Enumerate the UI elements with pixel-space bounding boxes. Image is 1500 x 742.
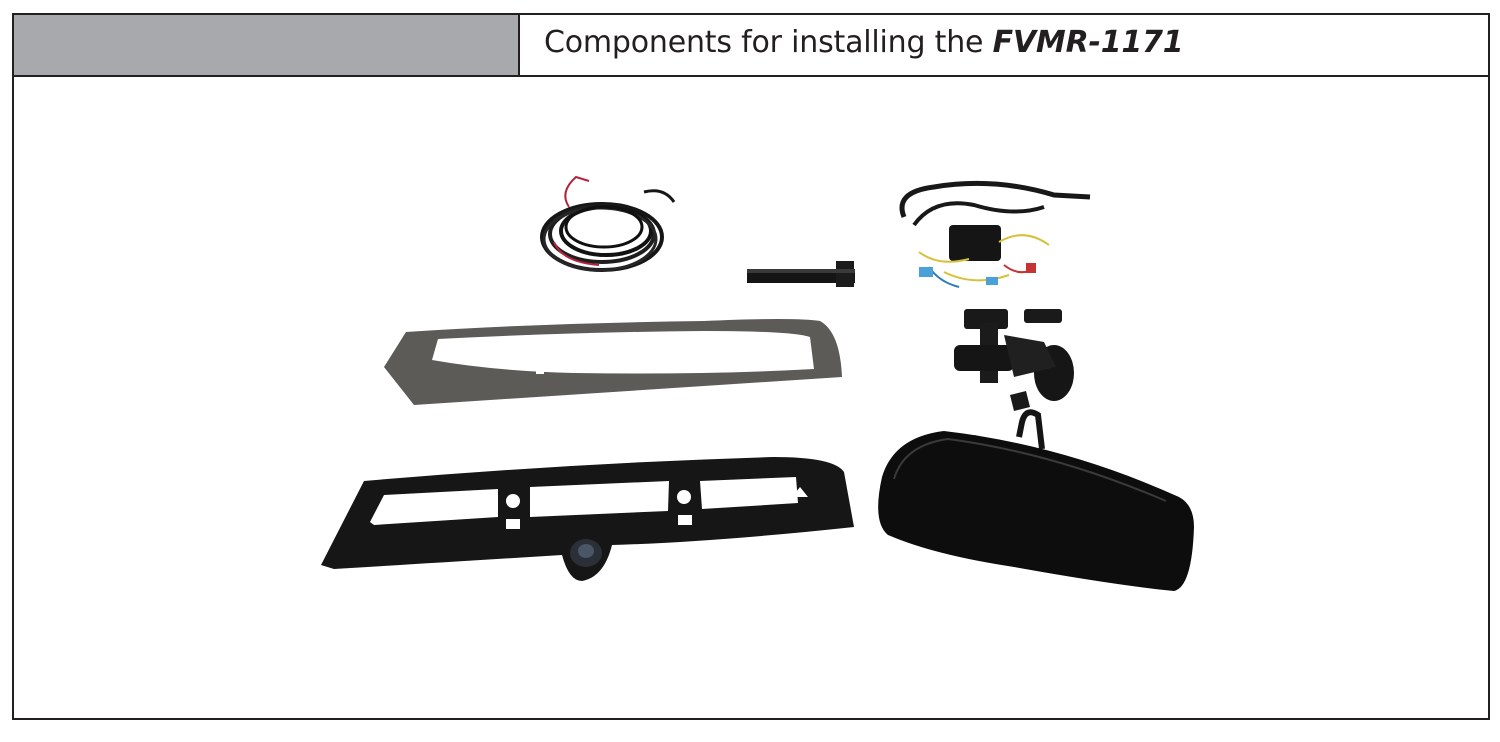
mirror-mount-bracket [954, 309, 1074, 401]
rearview-mirror-monitor [878, 391, 1194, 591]
model-number: FVMR-1171 [992, 25, 1184, 60]
components-frame: Components for installing the FVMR-1171 [12, 13, 1490, 720]
camera-bezel-with-camera [321, 457, 854, 581]
wiring-cable-coil [540, 175, 676, 272]
header-gray-cell [14, 15, 520, 75]
gray-gasket-frame [384, 319, 842, 405]
page-title: Components for installing the FVMR-1171 [544, 25, 1184, 60]
title-prefix: Components for installing the [544, 25, 993, 60]
header-row: Components for installing the FVMR-1171 [14, 15, 1488, 77]
mounting-clip [747, 261, 855, 287]
components-photo [14, 77, 1488, 718]
power-wiring-harness [899, 180, 1091, 288]
